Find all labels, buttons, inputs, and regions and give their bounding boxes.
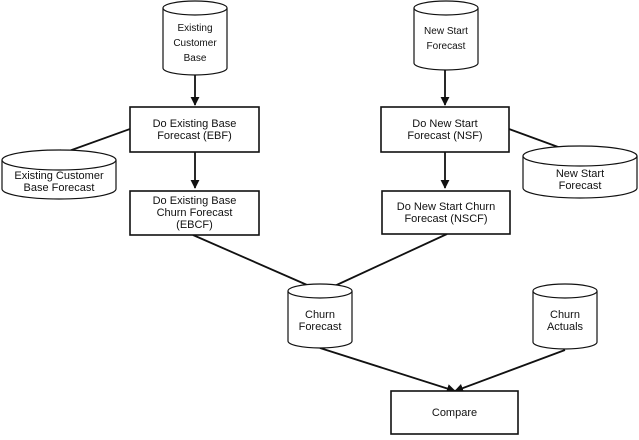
existing-customer-base-label: Existing Customer Base (173, 22, 217, 64)
do-nscf-box (381, 190, 511, 235)
do-ebcf-box (129, 190, 260, 236)
do-nsf-label: Do New Start Forecast (NSF) (407, 117, 483, 142)
existing-customer-base-store (162, 0, 228, 76)
compare-label: Compare (431, 406, 478, 419)
churn-actuals-store (532, 283, 598, 350)
churn-actuals-label: Churn Actuals (546, 309, 584, 333)
edge-churn-actuals-to-compare (454, 349, 566, 393)
existing-customer-base-forecast-label: Existing Customer Base Forecast (14, 170, 104, 194)
new-start-forecast-output-store (522, 145, 638, 199)
do-ebf-label: Do Existing Base Forecast (EBF) (152, 117, 237, 142)
new-start-forecast-label: New Start Forecast (424, 26, 468, 52)
new-start-forecast-store (413, 0, 479, 71)
compare-box (390, 390, 519, 435)
do-ebcf-label: Do Existing Base Churn Forecast (EBCF) (152, 195, 237, 231)
do-nsf-box (380, 106, 510, 153)
edge-churn-forecast-to-compare (319, 347, 456, 393)
new-start-forecast-output-label: New Start Forecast (555, 168, 605, 192)
existing-customer-base-forecast-store (1, 149, 117, 200)
do-ebf-box (129, 106, 260, 153)
churn-forecast-label: Churn Forecast (298, 309, 342, 333)
do-nscf-label: Do New Start Churn Forecast (NSCF) (396, 200, 496, 225)
churn-forecast-store (287, 283, 353, 349)
